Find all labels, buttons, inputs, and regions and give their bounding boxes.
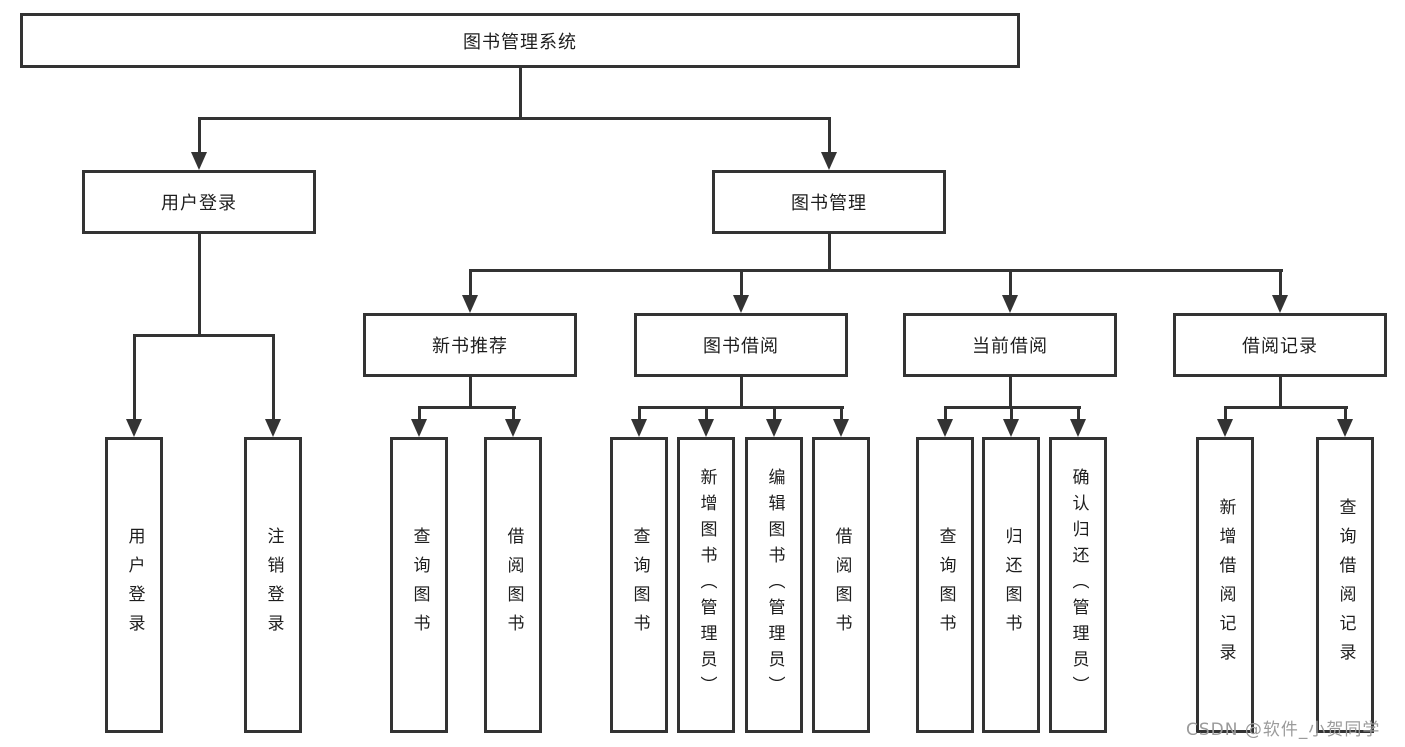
connector-line (1224, 406, 1227, 420)
leaf-add-books-admin: 新增图书（管理员） (677, 437, 735, 733)
arrow-down-icon (126, 419, 142, 437)
arrow-down-icon (462, 295, 478, 313)
connector-line (740, 377, 743, 408)
connector-line (1224, 406, 1348, 409)
arrow-down-icon (1070, 419, 1086, 437)
leaf-add-borrow-record: 新增借阅记录 (1196, 437, 1254, 733)
leaf-query-books-current-label: 查询图书 (935, 527, 956, 643)
leaf-query-books-recommend: 查询图书 (390, 437, 448, 733)
leaf-query-books-borrowing: 查询图书 (610, 437, 668, 733)
leaf-query-books-recommend-label: 查询图书 (409, 527, 430, 643)
leaf-confirm-return-admin-label: 确认归还（管理员） (1068, 468, 1089, 702)
node-user-login: 用户登录 (82, 170, 316, 234)
leaf-add-borrow-record-label: 新增借阅记录 (1215, 498, 1236, 672)
node-library-management-system: 图书管理系统 (20, 13, 1020, 68)
arrow-down-icon (191, 152, 207, 170)
connector-line (840, 406, 843, 420)
connector-line (133, 334, 136, 419)
node-new-book-recommend: 新书推荐 (363, 313, 577, 377)
connector-line (828, 117, 831, 153)
leaf-return-books: 归还图书 (982, 437, 1040, 733)
connector-line (519, 68, 522, 118)
leaf-user-login-label: 用户登录 (124, 527, 145, 643)
leaf-borrow-books: 借阅图书 (812, 437, 870, 733)
arrow-down-icon (411, 419, 427, 437)
leaf-edit-books-admin: 编辑图书（管理员） (745, 437, 803, 733)
leaf-query-books-borrowing-label: 查询图书 (629, 527, 650, 643)
leaf-user-login: 用户登录 (105, 437, 163, 733)
connector-line (198, 117, 831, 120)
connector-line (1009, 377, 1012, 408)
leaf-query-borrow-record: 查询借阅记录 (1316, 437, 1374, 733)
arrow-down-icon (821, 152, 837, 170)
leaf-logout: 注销登录 (244, 437, 302, 733)
connector-line (469, 377, 472, 408)
arrow-down-icon (1337, 419, 1353, 437)
leaf-logout-label: 注销登录 (263, 527, 284, 643)
connector-line (944, 406, 947, 420)
node-borrow-records: 借阅记录 (1173, 313, 1387, 377)
node-book-management: 图书管理 (712, 170, 946, 234)
arrow-down-icon (505, 419, 521, 437)
connector-line (773, 406, 776, 420)
connector-line (133, 334, 275, 337)
leaf-confirm-return-admin: 确认归还（管理员） (1049, 437, 1107, 733)
connector-line (1077, 406, 1080, 420)
connector-line (272, 334, 275, 419)
connector-line (512, 406, 515, 420)
arrow-down-icon (698, 419, 714, 437)
arrow-down-icon (1272, 295, 1288, 313)
leaf-borrow-books-recommend-label: 借阅图书 (503, 527, 524, 643)
leaf-add-books-admin-label: 新增图书（管理员） (696, 468, 717, 702)
connector-line (1344, 406, 1347, 420)
leaf-borrow-books-label: 借阅图书 (831, 527, 852, 643)
connector-line (638, 406, 641, 420)
connector-line (1009, 269, 1012, 297)
connector-line (705, 406, 708, 420)
connector-line (1010, 406, 1013, 420)
leaf-query-books-current: 查询图书 (916, 437, 974, 733)
leaf-edit-books-admin-label: 编辑图书（管理员） (764, 468, 785, 702)
leaf-borrow-books-recommend: 借阅图书 (484, 437, 542, 733)
arrow-down-icon (631, 419, 647, 437)
node-current-borrowing: 当前借阅 (903, 313, 1117, 377)
node-book-borrowing: 图书借阅 (634, 313, 848, 377)
connector-line (418, 406, 421, 420)
leaf-query-borrow-record-label: 查询借阅记录 (1335, 498, 1356, 672)
connector-line (638, 406, 844, 409)
connector-line (469, 269, 472, 297)
watermark: CSDN @软件_小贺同学 (1186, 720, 1381, 740)
arrow-down-icon (1003, 419, 1019, 437)
connector-line (828, 234, 831, 271)
leaf-return-books-label: 归还图书 (1001, 527, 1022, 643)
arrow-down-icon (1217, 419, 1233, 437)
connector-line (469, 269, 1283, 272)
connector-line (1279, 269, 1282, 297)
connector-line (740, 269, 743, 297)
arrow-down-icon (937, 419, 953, 437)
connector-line (418, 406, 516, 409)
arrow-down-icon (1002, 295, 1018, 313)
arrow-down-icon (733, 295, 749, 313)
arrow-down-icon (265, 419, 281, 437)
connector-line (198, 117, 201, 153)
connector-line (1279, 377, 1282, 408)
arrow-down-icon (833, 419, 849, 437)
connector-line (198, 234, 201, 335)
arrow-down-icon (766, 419, 782, 437)
